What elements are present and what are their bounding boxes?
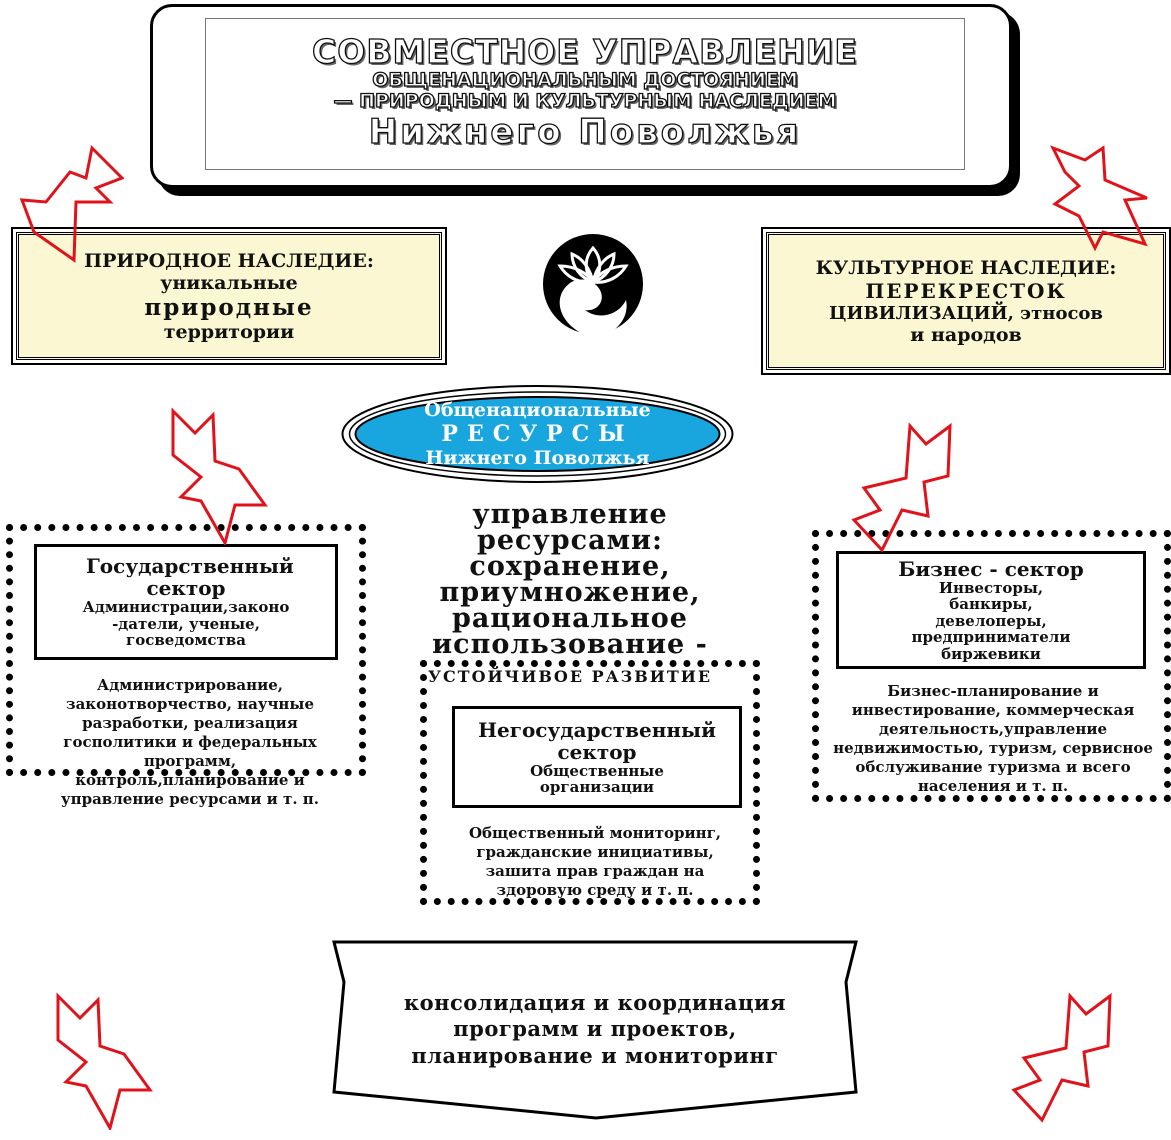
center-line-5: использование -: [432, 628, 708, 660]
cultural-heritage-line-2: ЦИВИЛИЗАЦИЙ, этносов: [829, 302, 1103, 324]
ribbon-arrow-icon: [1049, 145, 1148, 252]
center-line-1: управление ресурсами:: [472, 499, 668, 556]
ribbon-arrow-icon: [171, 407, 268, 545]
cultural-heritage-title: КУЛЬТУРНОЕ НАСЛЕДИЕ:: [815, 256, 1117, 279]
resources-label: Общенациональные РЕСУРСЫ Нижнего Поволжь…: [340, 384, 735, 484]
gov-sector-title-box: Государственный сектор Администрации,зак…: [34, 544, 338, 660]
gov-sector-subtitle: Администрации,законо -датели, ученые, го…: [82, 598, 290, 650]
gov-sector-title: Государственный сектор: [86, 554, 294, 601]
consolidation-arrow-shape: [332, 940, 858, 1120]
natural-heritage-title: ПРИРОДНОЕ НАСЛЕДИЕ:: [84, 249, 374, 272]
ngo-sector-title-box: Негосударственный сектор Общественные ор…: [452, 706, 742, 808]
natural-heritage-box: ПРИРОДНОЕ НАСЛЕДИЕ: уникальные природные…: [11, 227, 447, 365]
center-line-3: приумножение,: [439, 576, 701, 608]
center-line-2: сохранение,: [469, 550, 671, 582]
resources-ellipse: [341, 385, 734, 483]
biz-sector-description: Бизнес-планирование и инвестирование, ко…: [833, 682, 1153, 796]
cultural-heritage-box: КУЛЬТУРНОЕ НАСЛЕДИЕ: ПЕРЕКРЕСТОК ЦИВИЛИЗ…: [761, 227, 1171, 375]
resources-line-3: Нижнего Поволжья: [425, 447, 650, 469]
ngo-sector-title: Негосударственный сектор: [478, 717, 716, 764]
title-line-3: — ПРИРОДНЫМ И КУЛЬТУРНЫМ НАСЛЕДИЕМ: [333, 89, 837, 112]
title-frame: [150, 4, 1012, 188]
ribbon-arrow-icon: [19, 144, 124, 263]
gov-sector-frame: [6, 524, 366, 776]
title-line-4: Нижнего Поволжья: [368, 111, 802, 152]
cultural-heritage-line-1: ПЕРЕКРЕСТОК: [865, 278, 1067, 303]
ribbon-arrow-icon: [851, 422, 952, 553]
natural-heritage-line-3: территории: [163, 320, 295, 343]
ngo-sector-description: Общественный мониторинг, гражданские ини…: [468, 824, 722, 900]
ngo-sector-subtitle: Общественные организации: [530, 761, 664, 796]
title-line-2: ОБЩЕНАЦИОНАЛЬНЫМ ДОСТОЯНИЕМ: [372, 69, 799, 92]
biz-sector-title: Бизнес - сектор: [898, 556, 1084, 581]
resources-line-2: РЕСУРСЫ: [441, 421, 634, 447]
ribbon-arrow-icon: [1011, 992, 1112, 1123]
consolidation-text: консолидация и координация программ и пр…: [350, 990, 840, 1069]
biz-sector-title-box: Бизнес - сектор Инвесторы, банкиры, деве…: [836, 551, 1146, 669]
resources-line-1: Общенациональные: [424, 399, 651, 421]
title-block: СОВМЕСТНОЕ УПРАВЛЕНИЕ ОБЩЕНАЦИОНАЛЬНЫМ Д…: [205, 18, 965, 170]
gov-sector-description: Администрирование, законотворчество, нау…: [61, 676, 319, 809]
cultural-heritage-line-3: и народов: [910, 323, 1022, 346]
biz-sector-subtitle: Инвесторы, банкиры, девелоперы, предприн…: [911, 578, 1071, 663]
consolidation-line-3: планирование и мониторинг: [411, 1042, 779, 1068]
natural-heritage-line-1: уникальные: [160, 271, 298, 294]
biz-sector-frame: [812, 530, 1171, 802]
natural-heritage-line-2: природные: [144, 293, 314, 321]
consolidation-line-2: программ и проектов,: [453, 1016, 737, 1042]
consolidation-line-1: консолидация и координация: [403, 990, 787, 1015]
resource-management-text: управление ресурсами: сохранение, приумн…: [380, 499, 760, 687]
ribbon-arrow-icon: [56, 992, 153, 1130]
lotus-hands-emblem-icon: [543, 234, 643, 338]
center-line-6: УСТОЙЧИВОЕ РАЗВИТИЕ: [427, 667, 713, 687]
center-line-4: рациональное: [452, 602, 688, 634]
title-line-1: СОВМЕСТНОЕ УПРАВЛЕНИЕ: [311, 32, 858, 72]
ngo-sector-frame: [420, 660, 760, 905]
